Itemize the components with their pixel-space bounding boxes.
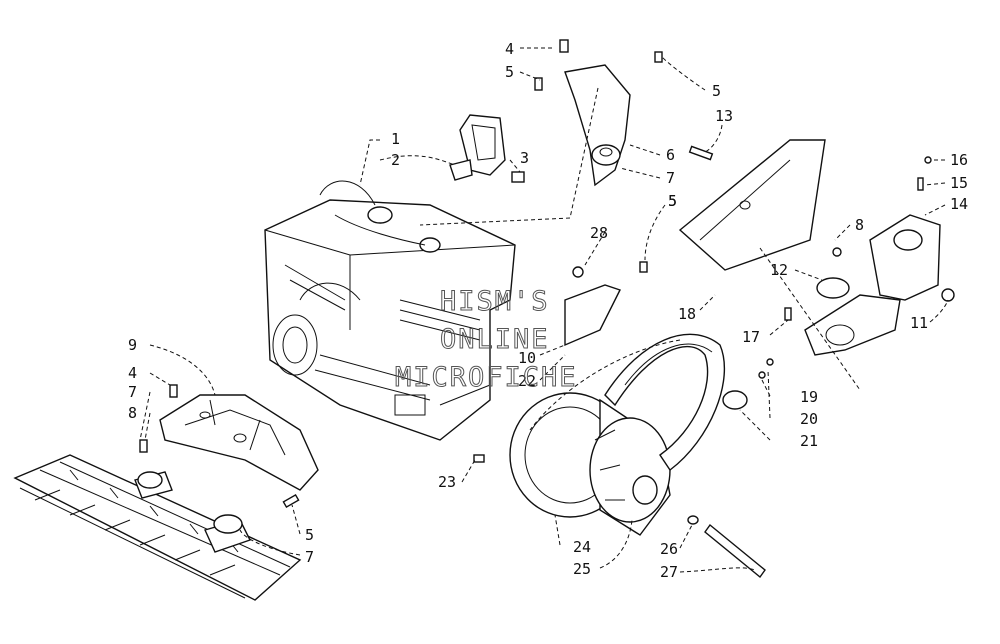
engine bbox=[264, 180, 516, 441]
callout-17: 17 bbox=[742, 328, 760, 346]
callout-4-top: 4 bbox=[505, 40, 514, 58]
callout-5-mid: 5 bbox=[668, 192, 677, 210]
callout-4-left: 4 bbox=[128, 364, 137, 382]
callout-14: 14 bbox=[950, 195, 968, 213]
callout-18: 18 bbox=[678, 305, 696, 323]
callout-10: 10 bbox=[518, 349, 536, 367]
callout-2: 2 bbox=[391, 151, 400, 169]
callout-25: 25 bbox=[573, 560, 591, 578]
callout-8-right: 8 bbox=[855, 216, 864, 234]
callout-19: 19 bbox=[800, 388, 818, 406]
front-mount-bracket bbox=[534, 39, 663, 187]
callout-3: 3 bbox=[520, 149, 529, 167]
callout-16: 16 bbox=[950, 151, 968, 169]
right-support-bracket bbox=[869, 156, 955, 302]
callout-26: 26 bbox=[660, 540, 678, 558]
callout-20: 20 bbox=[800, 410, 818, 428]
callout-5-top-left: 5 bbox=[505, 63, 514, 81]
callout-24: 24 bbox=[573, 538, 591, 556]
clutch-support-bracket bbox=[784, 247, 901, 356]
track-frame bbox=[13, 454, 302, 601]
callout-5-top-right: 5 bbox=[712, 82, 721, 100]
motor-mount-bracket bbox=[159, 394, 319, 491]
callout-1: 1 bbox=[391, 130, 400, 148]
callout-22: 22 bbox=[518, 372, 536, 390]
drive-belt bbox=[604, 333, 726, 472]
callout-13: 13 bbox=[715, 107, 733, 125]
watermark-line-3: MICROFICHE bbox=[395, 362, 578, 393]
callout-labels: 1 2 3 4 5 5 5 6 7 13 16 15 14 8 28 5 12 … bbox=[128, 40, 968, 581]
callout-9: 9 bbox=[128, 336, 137, 354]
watermark-line-2: ONLINE bbox=[440, 324, 550, 355]
small-bracket bbox=[564, 261, 648, 347]
callout-7-bottom: 7 bbox=[305, 548, 314, 566]
callout-7-left: 7 bbox=[128, 383, 137, 401]
drive-clutch bbox=[509, 392, 671, 536]
callout-23: 23 bbox=[438, 473, 456, 491]
callout-28: 28 bbox=[590, 224, 608, 242]
recoil-handle bbox=[449, 114, 525, 183]
callout-12: 12 bbox=[770, 261, 788, 279]
torque-plate bbox=[678, 139, 826, 271]
callout-27: 27 bbox=[660, 563, 678, 581]
callout-15: 15 bbox=[950, 174, 968, 192]
fasteners bbox=[139, 145, 774, 579]
callout-7-top: 7 bbox=[666, 169, 675, 187]
watermark-line-1: HISM'S bbox=[440, 286, 550, 317]
callout-21: 21 bbox=[800, 432, 818, 450]
callout-5-right: 5 bbox=[668, 192, 677, 210]
callout-8-left: 8 bbox=[128, 404, 137, 422]
callout-11: 11 bbox=[910, 314, 928, 332]
watermark: HISM'S ONLINE MICROFICHE bbox=[395, 286, 578, 394]
rubber-mount-left bbox=[134, 471, 173, 499]
rubber-mount-right bbox=[204, 514, 251, 553]
leader-lines bbox=[139, 47, 949, 573]
callout-6: 6 bbox=[666, 146, 675, 164]
callout-5-bottom: 5 bbox=[305, 526, 314, 544]
